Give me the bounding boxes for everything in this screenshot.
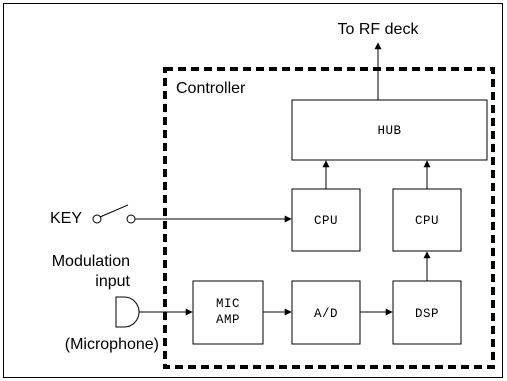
microphone-icon <box>115 296 140 328</box>
hub-block: HUB <box>291 99 488 161</box>
svg-text:MIC: MIC <box>216 297 240 311</box>
controller-boundary <box>163 67 495 369</box>
modulation-label: Modulation <box>52 253 130 270</box>
key-switch-icon <box>92 204 136 224</box>
controller-label: Controller <box>176 80 246 97</box>
key-label: KEY <box>50 210 82 227</box>
svg-text:CPU: CPU <box>314 214 338 228</box>
svg-text:A/D: A/D <box>314 307 338 321</box>
svg-text:HUB: HUB <box>377 124 401 138</box>
microphone-label: (Microphone) <box>65 336 159 353</box>
ad-block: A/D <box>291 280 361 345</box>
svg-text:AMP: AMP <box>216 313 240 327</box>
mic-amp-block: MIC AMP <box>192 280 264 345</box>
rf-deck-label: To RF deck <box>338 21 420 38</box>
input-label: input <box>95 273 130 290</box>
svg-text:CPU: CPU <box>415 214 439 228</box>
outer-frame <box>3 3 503 378</box>
dsp-block: DSP <box>392 280 462 345</box>
svg-text:DSP: DSP <box>415 307 439 321</box>
cpu-left-block: CPU <box>291 188 361 252</box>
cpu-right-block: CPU <box>392 188 462 252</box>
